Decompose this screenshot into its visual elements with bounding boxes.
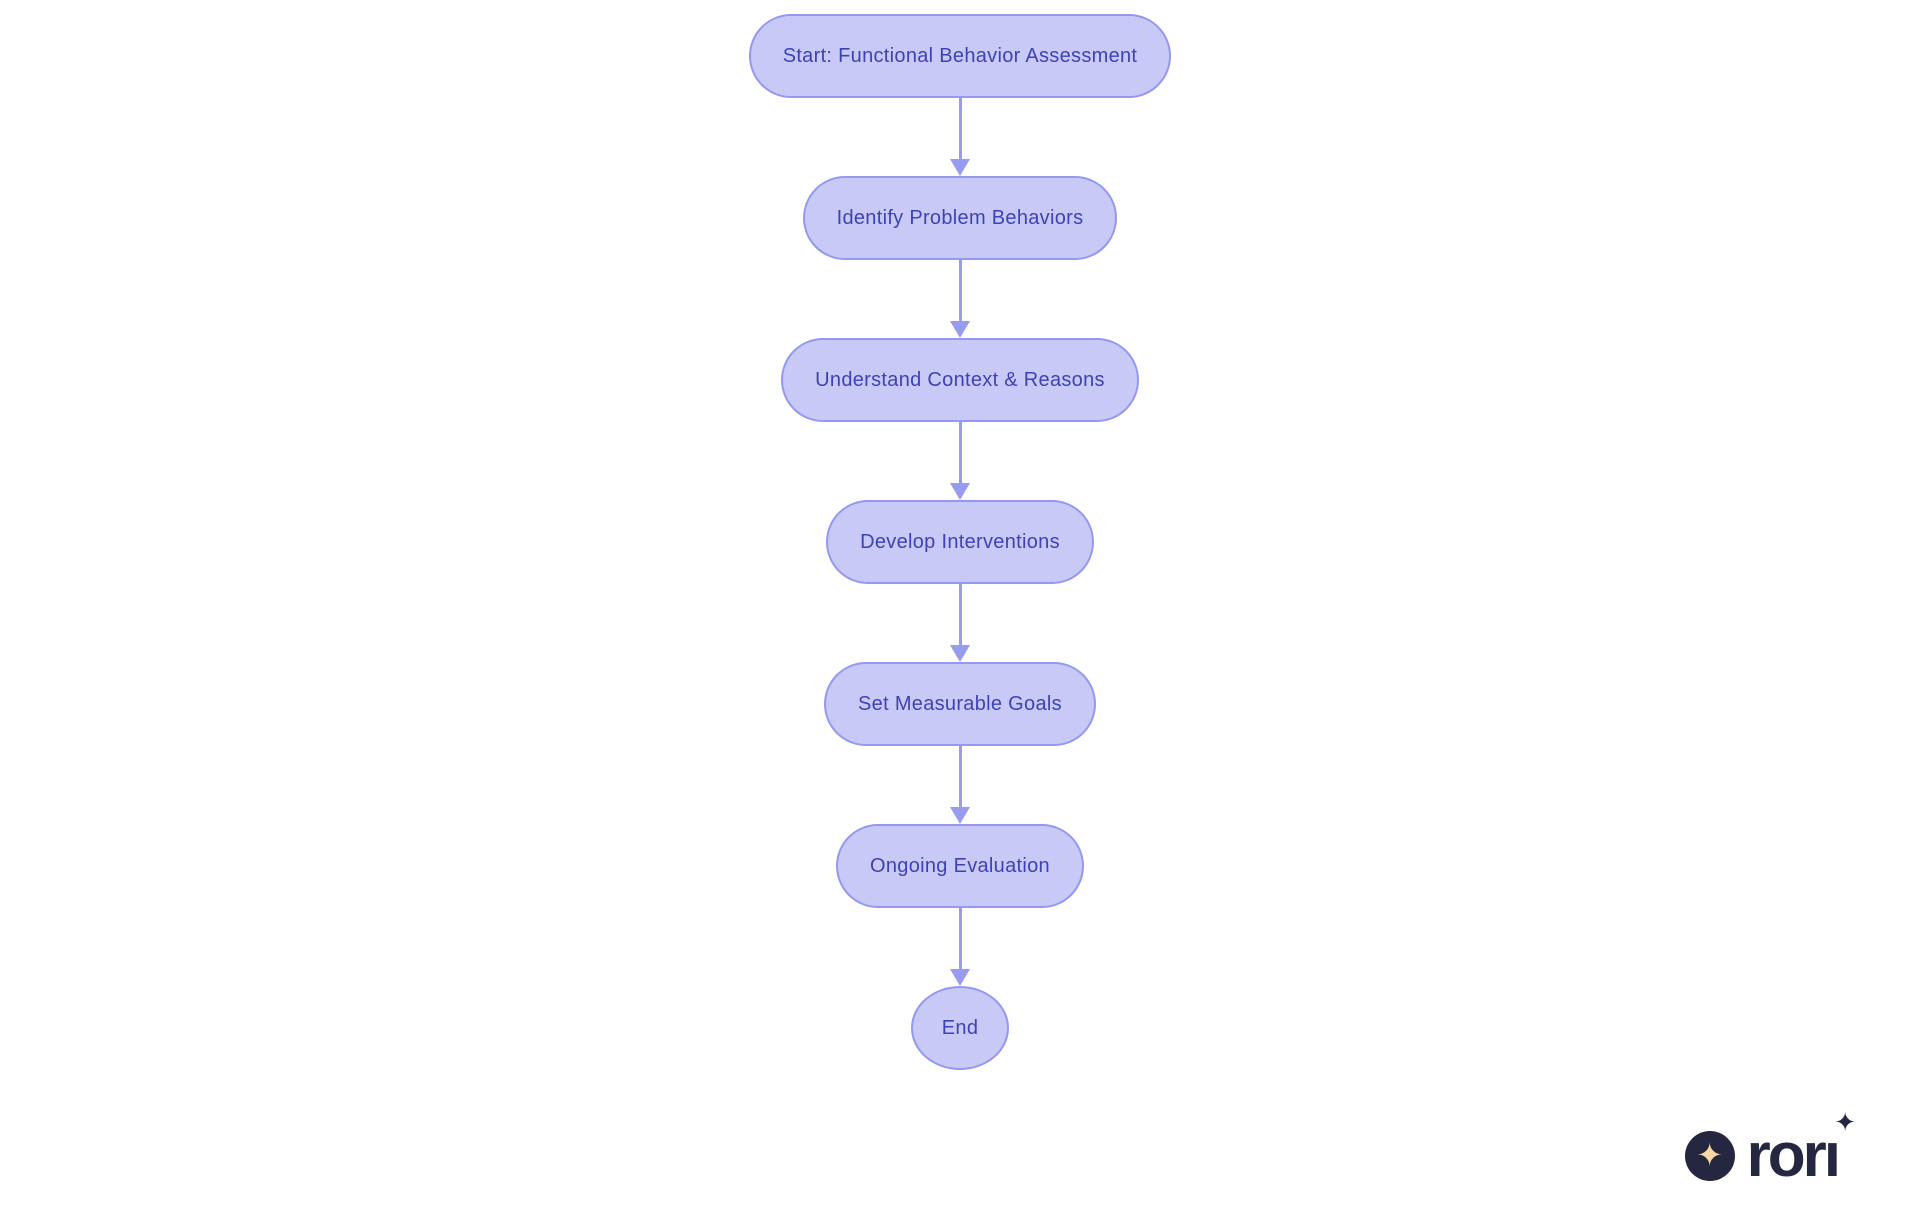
arrowhead-icon [950,645,970,662]
rori-logo: ✦ rorı ✦ [1684,1109,1856,1187]
flow-node-develop-interventions: Develop Interventions [826,500,1094,584]
flow-node-set-measurable-goals: Set Measurable Goals [824,662,1096,746]
arrow-line [958,908,962,969]
arrowhead-icon [950,807,970,824]
flow-arrow [950,746,970,824]
arrowhead-icon [950,159,970,176]
sparkle-circle-icon: ✦ [1684,1131,1735,1181]
brand-text: rorı [1746,1121,1841,1190]
flow-node-identify-problem-behaviors: Identify Problem Behaviors [802,176,1118,260]
flow-node-end: End [911,986,1009,1070]
brand-wordmark: rorı ✦ [1747,1109,1856,1187]
flow-arrow [950,98,970,176]
flow-arrow [950,584,970,662]
arrow-line [958,98,962,159]
tittle-star-icon: ✦ [1834,1107,1856,1137]
sparkle-icon: ✦ [1696,1137,1724,1173]
flow-arrow [950,422,970,500]
arrow-line [958,746,962,807]
arrow-line [958,422,962,483]
flow-node-start: Start: Functional Behavior Assessment [748,14,1172,98]
arrow-line [958,584,962,645]
flowchart: Start: Functional Behavior Assessment Id… [0,14,1920,1070]
flow-arrow [950,260,970,338]
arrow-line [958,260,962,321]
flow-node-ongoing-evaluation: Ongoing Evaluation [836,824,1084,908]
arrowhead-icon [950,321,970,338]
arrowhead-icon [950,483,970,500]
arrowhead-icon [950,969,970,986]
flow-node-understand-context-reasons: Understand Context & Reasons [781,338,1139,422]
flow-arrow [950,908,970,986]
